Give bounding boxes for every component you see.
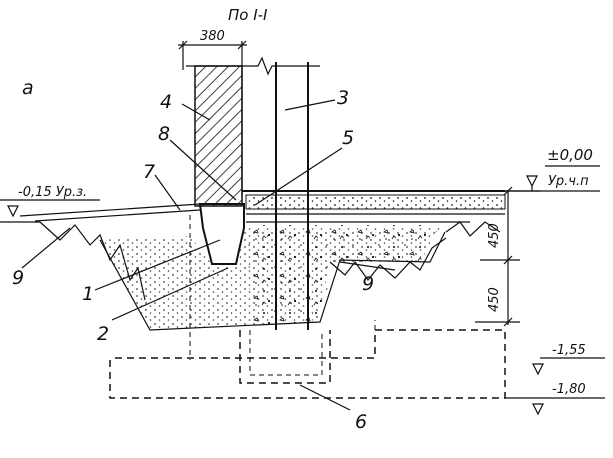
figure-letter: а [22, 77, 34, 99]
mark-mid: -1,55 [552, 343, 586, 358]
dim-layer-lower: 450 [487, 287, 502, 312]
foundation-slab-outline [109, 215, 506, 399]
callout-6: 6 [355, 411, 367, 433]
floor-layers [242, 190, 506, 223]
mark-low: -1,80 [552, 382, 586, 397]
callout-2: 2 [97, 323, 109, 345]
floor-mark: ±0,00 [547, 146, 593, 164]
callout-3: 3 [337, 87, 349, 109]
callout-4: 4 [160, 91, 172, 113]
trench-fill [99, 225, 446, 331]
floor-label: Ур.ч.п [548, 174, 589, 189]
ground-mark: -0,15 Ур.з. [18, 185, 87, 200]
dim-wall-width: 380 [200, 29, 225, 44]
callout-1: 1 [82, 283, 94, 305]
foundation-beam [198, 203, 245, 265]
callout-9-left: 9 [12, 267, 24, 289]
dim-layer-upper: 450 [487, 223, 502, 248]
callout-7: 7 [143, 161, 155, 183]
callout-5: 5 [342, 127, 354, 149]
level-markers [0, 165, 605, 416]
leader-lines [21, 99, 396, 411]
callout-8: 8 [158, 123, 170, 145]
brick-wall [194, 65, 243, 207]
blind-area-slope [0, 203, 201, 223]
section-title: По I-I [228, 6, 268, 24]
callout-9-right: 9 [362, 273, 374, 295]
